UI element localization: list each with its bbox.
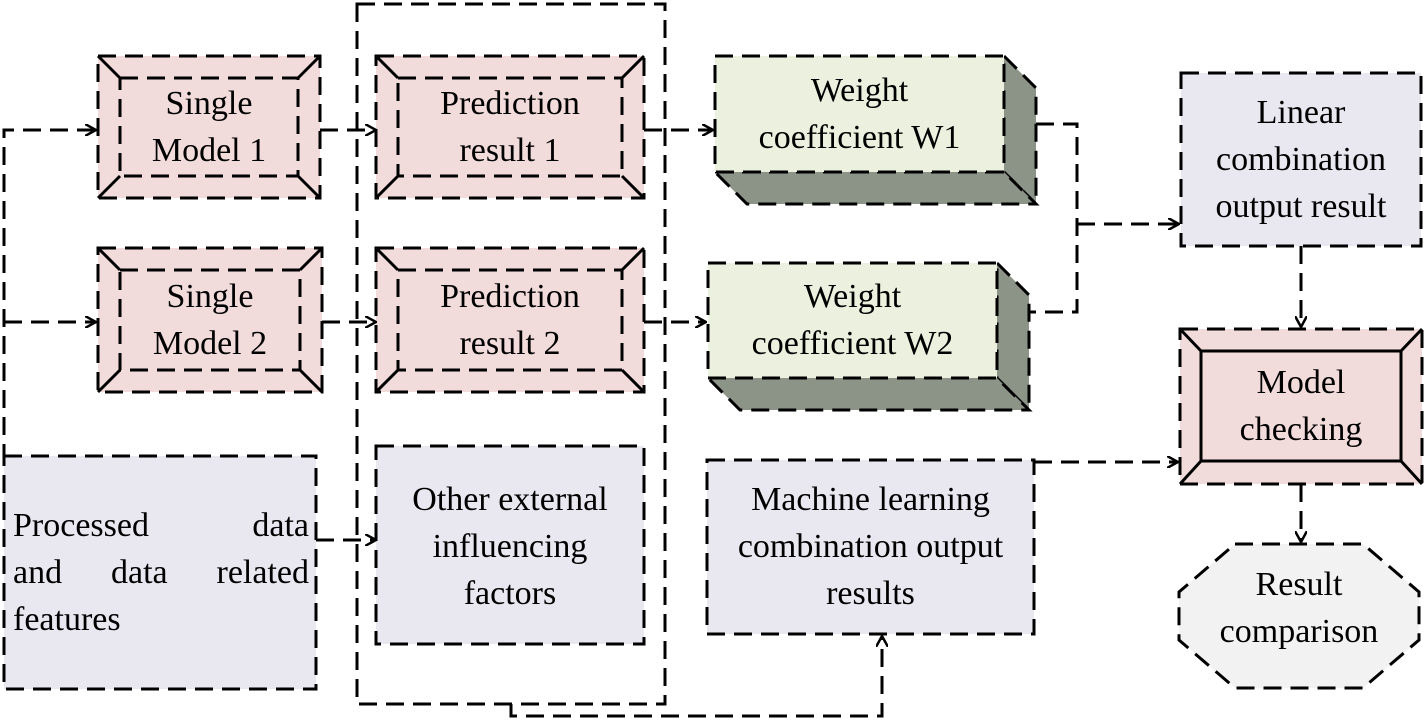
single-model-1-box	[96, 54, 322, 200]
ml-combination-box	[705, 458, 1036, 636]
weight-w1-box	[711, 52, 1040, 208]
prediction-result-1-box	[374, 54, 646, 200]
weight-w2-box	[704, 259, 1033, 414]
connector-group-to-ml	[509, 636, 882, 718]
model-checking-box	[1178, 327, 1424, 486]
result-comparison-octagon	[1177, 542, 1421, 690]
prediction-result-2-box	[374, 246, 646, 394]
other-factors-box	[374, 444, 646, 646]
linear-combination-box	[1179, 71, 1423, 248]
single-model-2-box	[96, 246, 324, 394]
connector-data-to-model-1	[2, 130, 96, 462]
processed-data-box	[2, 454, 318, 691]
connector-w1-join	[1029, 122, 1079, 314]
